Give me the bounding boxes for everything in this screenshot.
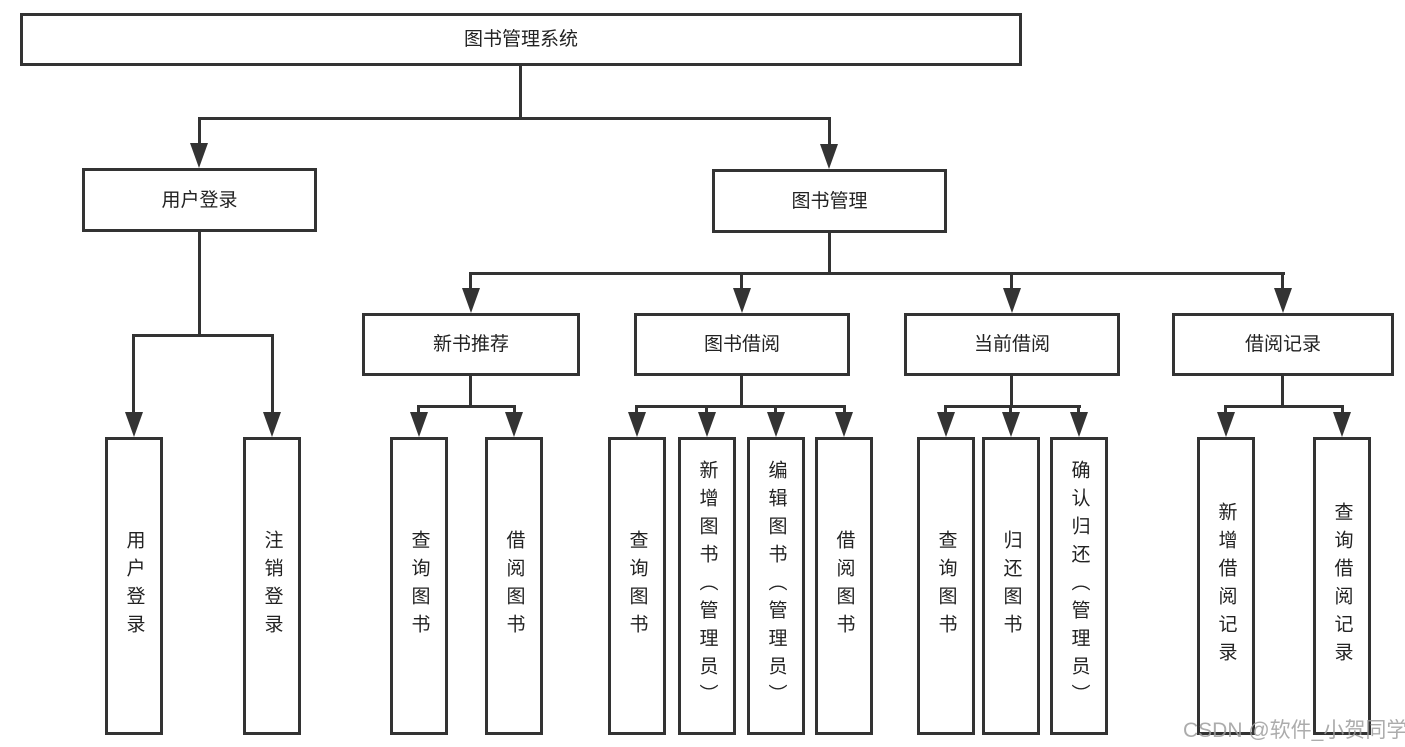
node-book-management: 图书管理 — [712, 169, 947, 233]
connector-section-rail — [944, 405, 1081, 408]
arrow-to-leaf — [505, 412, 523, 437]
leaf-logout-label: 注销登录 — [261, 530, 283, 642]
leaf-add-borrow-record-label: 新增借阅记录 — [1215, 502, 1237, 670]
arrow-to-leaf — [628, 412, 646, 437]
leaf-borrow-books: 借阅图书 — [815, 437, 873, 735]
connector-login-stem — [198, 232, 201, 337]
connector-drop-section — [1281, 272, 1284, 290]
leaf-return-books: 归还图书 — [982, 437, 1040, 735]
connector-section-stem — [1281, 376, 1284, 408]
leaf-query-borrow-record: 查询借阅记录 — [1313, 437, 1371, 735]
connector-management-stem — [828, 233, 831, 275]
arrow-to-leaf — [1217, 412, 1235, 437]
node-new-book-recommend: 新书推荐 — [362, 313, 580, 376]
connector-drop-leaf — [513, 405, 516, 415]
node-user-login: 用户登录 — [82, 168, 317, 232]
arrow-to-leaf — [835, 412, 853, 437]
node-book-borrow: 图书借阅 — [634, 313, 850, 376]
arrow-to-leaf — [410, 412, 428, 437]
csdn-watermark: CSDN @软件_小贺同学 — [1183, 719, 1405, 742]
leaf-logout: 注销登录 — [243, 437, 301, 735]
connector-drop-login — [198, 117, 201, 144]
connector-drop-leaf — [705, 405, 708, 415]
leaf-add-books-admin-label: 新增图书（管理员） — [696, 460, 718, 712]
node-current-borrow-label: 当前借阅 — [973, 334, 1050, 355]
leaf-query-books-current-label: 查询图书 — [935, 530, 957, 642]
connector-section-stem — [740, 376, 743, 408]
arrow-to-leaf — [937, 412, 955, 437]
connector-drop-leaf — [843, 405, 846, 415]
connector-drop-leaf — [774, 405, 777, 415]
arrow-to-user-login — [190, 143, 208, 168]
arrow-to-section — [733, 288, 751, 313]
connector-section-rail — [635, 405, 846, 408]
node-borrow-record-label: 借阅记录 — [1244, 334, 1321, 355]
leaf-query-books-borrow: 查询图书 — [608, 437, 666, 735]
leaf-query-books-recommend-label: 查询图书 — [408, 530, 430, 642]
node-current-borrow: 当前借阅 — [904, 313, 1120, 376]
connector-login-rail — [132, 334, 274, 337]
connector-section-stem — [469, 376, 472, 408]
connector-root-stem — [519, 66, 522, 119]
arrow-to-leaf — [1002, 412, 1020, 437]
leaf-query-books-current: 查询图书 — [917, 437, 975, 735]
connector-drop-section — [469, 272, 472, 290]
connector-section-stem — [1010, 376, 1013, 408]
node-root-label: 图书管理系统 — [463, 29, 578, 50]
connector-drop-section — [740, 272, 743, 290]
connector-drop-leaf — [1009, 405, 1012, 415]
arrow-to-section — [462, 288, 480, 313]
connector-drop-management — [828, 117, 831, 145]
leaf-confirm-return-admin: 确认归还（管理员） — [1050, 437, 1108, 735]
node-book-borrow-label: 图书借阅 — [703, 334, 780, 355]
leaf-borrow-books-recommend: 借阅图书 — [485, 437, 543, 735]
connector-drop-leaf — [417, 405, 420, 415]
connector-drop-leaf — [944, 405, 947, 415]
connector-drop-leaf — [1341, 405, 1344, 415]
leaf-confirm-return-admin-label: 确认归还（管理员） — [1068, 460, 1090, 712]
arrow-to-leaf — [1070, 412, 1088, 437]
arrow-to-section — [1274, 288, 1292, 313]
node-root: 图书管理系统 — [20, 13, 1022, 66]
node-user-login-label: 用户登录 — [161, 189, 238, 211]
connector-management-rail — [469, 272, 1285, 275]
connector-section-rail — [417, 405, 516, 408]
node-new-book-recommend-label: 新书推荐 — [432, 334, 509, 355]
leaf-user-login-label: 用户登录 — [123, 530, 145, 642]
connector-drop-leaf — [1224, 405, 1227, 415]
arrow-to-leaf — [698, 412, 716, 437]
arrow-to-leaf — [125, 412, 143, 437]
leaf-return-books-label: 归还图书 — [1000, 530, 1022, 642]
leaf-query-borrow-record-label: 查询借阅记录 — [1331, 502, 1353, 670]
arrow-to-leaf — [1333, 412, 1351, 437]
arrow-to-leaf — [767, 412, 785, 437]
arrow-to-leaf — [263, 412, 281, 437]
leaf-edit-books-admin-label: 编辑图书（管理员） — [765, 460, 787, 712]
leaf-edit-books-admin: 编辑图书（管理员） — [747, 437, 805, 735]
leaf-query-books-borrow-label: 查询图书 — [626, 530, 648, 642]
leaf-borrow-books-recommend-label: 借阅图书 — [503, 530, 525, 642]
connector-drop-leaf — [1077, 405, 1080, 415]
arrow-to-section — [1003, 288, 1021, 313]
connector-root-rail — [198, 117, 831, 120]
connector-drop-section — [1010, 272, 1013, 290]
node-book-management-label: 图书管理 — [791, 190, 868, 212]
connector-section-rail — [1224, 405, 1344, 408]
node-borrow-record: 借阅记录 — [1172, 313, 1394, 376]
connector-drop-leaf — [271, 334, 274, 414]
arrow-to-book-management — [820, 144, 838, 169]
leaf-add-books-admin: 新增图书（管理员） — [678, 437, 736, 735]
leaf-query-books-recommend: 查询图书 — [390, 437, 448, 735]
connector-drop-leaf — [635, 405, 638, 415]
leaf-user-login: 用户登录 — [105, 437, 163, 735]
leaf-add-borrow-record: 新增借阅记录 — [1197, 437, 1255, 735]
connector-drop-leaf — [132, 334, 135, 414]
leaf-borrow-books-label: 借阅图书 — [833, 530, 855, 642]
